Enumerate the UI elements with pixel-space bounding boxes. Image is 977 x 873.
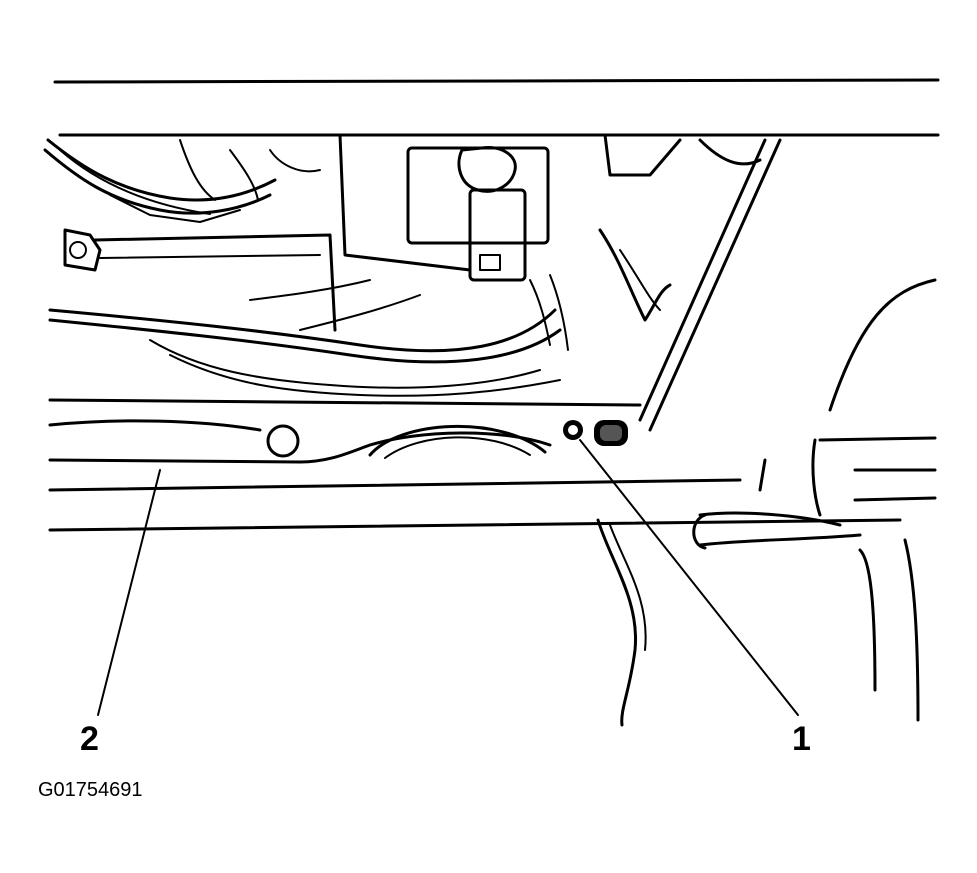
right-trim-panel (692, 278, 937, 722)
central-module (338, 133, 682, 282)
figure-id: G01754691 (38, 779, 143, 801)
callout-1-label: 1 (792, 720, 811, 758)
callout-2-label: 2 (80, 720, 99, 758)
hanging-wire-strand (609, 524, 647, 651)
upper-wiring-harness (43, 138, 321, 223)
crossbar-beam (48, 398, 902, 532)
upper-panel-edge (53, 78, 940, 84)
callout-1-leader (579, 439, 799, 716)
left-bracket (63, 228, 337, 332)
hanging-wire (596, 518, 638, 727)
electrical-connector (468, 188, 527, 282)
right-pillar (598, 138, 782, 432)
fastener (563, 420, 628, 446)
callout-2-leader (97, 469, 161, 716)
beam-hole (266, 424, 300, 458)
lower-wiring-harness (48, 274, 569, 397)
